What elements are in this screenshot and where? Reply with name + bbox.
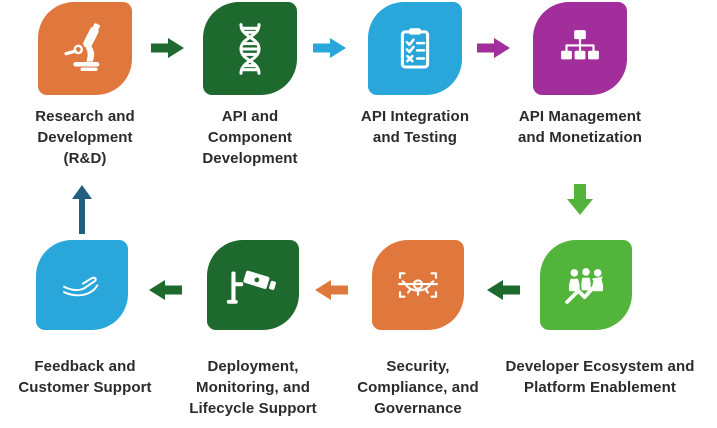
step-tile-api-management-monetization	[533, 2, 627, 95]
arrow-right-icon	[151, 38, 184, 58]
step-tile-feedback-support	[36, 240, 128, 330]
step-tile-api-component-development	[203, 2, 297, 95]
step-tile-security-compliance	[372, 240, 464, 330]
arrow-left-icon	[315, 280, 348, 300]
step-label-security-compliance: Security, Compliance, and Governance	[357, 358, 479, 417]
step-label-api-integration-testing: API Integration and Testing	[360, 108, 470, 146]
step-tile-api-integration-testing	[368, 2, 462, 95]
open-hand-icon	[63, 276, 99, 297]
arrow-up-icon	[72, 185, 92, 234]
cctv-camera-icon	[226, 270, 277, 304]
step-label-api-component-development: API and Component Development	[202, 108, 298, 167]
step-tile-deployment-monitoring	[207, 240, 299, 330]
arrow-down-icon	[567, 184, 593, 215]
clipboard-checklist-icon	[400, 27, 430, 69]
eye-scan-icon	[398, 272, 438, 298]
arrow-left-icon	[149, 280, 182, 300]
arrow-left-icon	[487, 280, 520, 300]
step-label-api-management-monetization: API Management and Monetization	[517, 108, 643, 146]
arrow-right-icon	[313, 38, 346, 58]
microscope-icon	[64, 22, 101, 71]
step-label-deployment-monitoring: Deployment, Monitoring, and Lifecycle Su…	[189, 358, 317, 417]
dna-icon	[239, 22, 261, 75]
step-tile-research-development	[38, 2, 132, 95]
sitemap-icon	[561, 29, 599, 59]
step-label-developer-ecosystem: Developer Ecosystem and Platform Enablem…	[505, 358, 695, 396]
people-growth-icon	[565, 268, 604, 304]
step-label-research-development: Research and Development (R&D)	[35, 108, 135, 167]
arrow-right-icon	[477, 38, 510, 58]
step-tile-developer-ecosystem	[540, 240, 632, 330]
step-label-feedback-support: Feedback and Customer Support	[18, 358, 152, 396]
